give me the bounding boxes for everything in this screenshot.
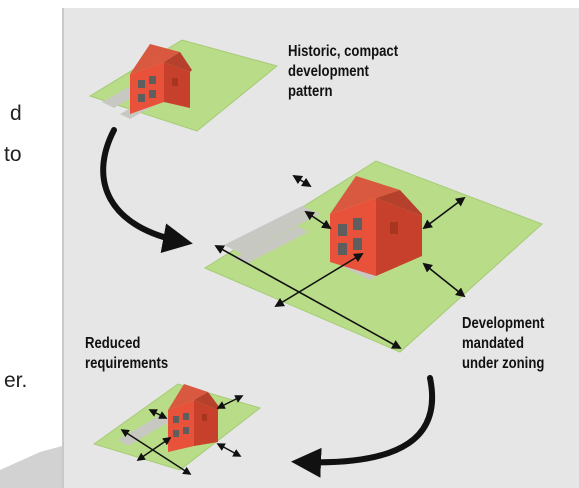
label-historic-compact: Historic, compact development pattern (288, 42, 398, 102)
label-reduced-line-2: requirements (85, 355, 169, 372)
mandated-driveway (224, 206, 320, 254)
label-development-mandated: Development mandated under zoning (462, 314, 544, 374)
side-text-fragment-3: er. (4, 369, 28, 392)
label-mandated-line-1: Development (462, 315, 545, 332)
mandated-lot (203, 160, 543, 353)
label-reduced-line-1: Reduced (85, 335, 141, 352)
reduced-dimension-arrows (120, 395, 244, 475)
diagram-panel: Historic, compact development pattern De… (62, 8, 579, 488)
zoning-diagram (88, 39, 543, 478)
historic-house (130, 44, 192, 114)
historic-lot (88, 39, 279, 132)
label-historic-line-1: Historic, compact (288, 43, 399, 60)
reduced-lot (92, 383, 262, 475)
label-mandated-line-2: mandated (462, 335, 524, 352)
label-historic-line-2: development (288, 63, 369, 80)
flow-arrow-historic-to-mandated (100, 127, 193, 253)
setback-dimension-arrows (214, 174, 466, 349)
label-historic-line-3: pattern (288, 83, 333, 100)
side-text-fragment-1: d (10, 102, 22, 125)
flow-arrow-mandated-to-reduced (291, 375, 436, 478)
label-mandated-line-3: under zoning (462, 355, 545, 372)
side-text-fragment-2: to (4, 143, 22, 166)
label-reduced-requirements: Reduced requirements (85, 334, 168, 374)
